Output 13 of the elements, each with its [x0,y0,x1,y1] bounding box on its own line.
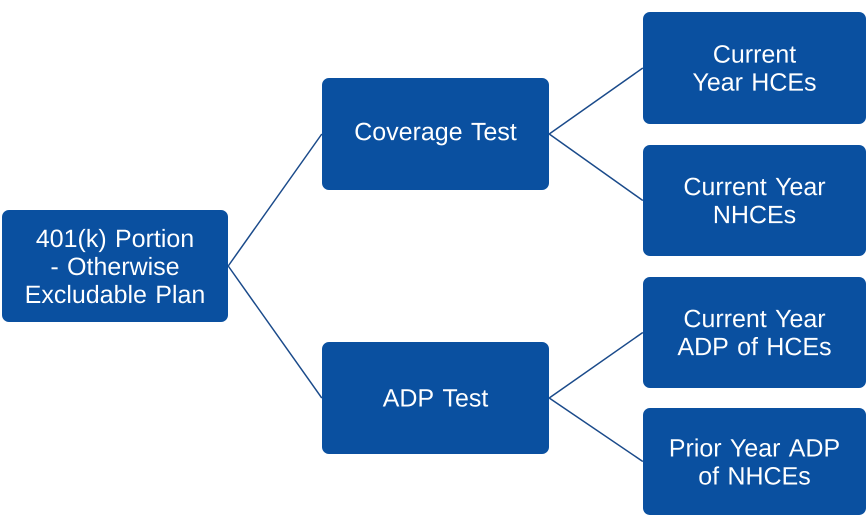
process-box: Current Year NHCEs [643,145,866,256]
process-box: Coverage Test [322,78,549,190]
connector-line [548,397,644,462]
process-box: ADP Test [322,342,549,454]
process-box: 401(k) Portion - Otherwise Excludable Plan [2,210,228,322]
connector-line [228,266,322,398]
connector-line [548,332,644,399]
process-box: Current Year HCEs [643,12,866,124]
connector-line [548,133,644,202]
connector-line [228,134,322,266]
connector-line [548,67,644,135]
process-box: Current Year ADP of HCEs [643,277,866,388]
process-box: Prior Year ADP of NHCEs [643,408,866,515]
